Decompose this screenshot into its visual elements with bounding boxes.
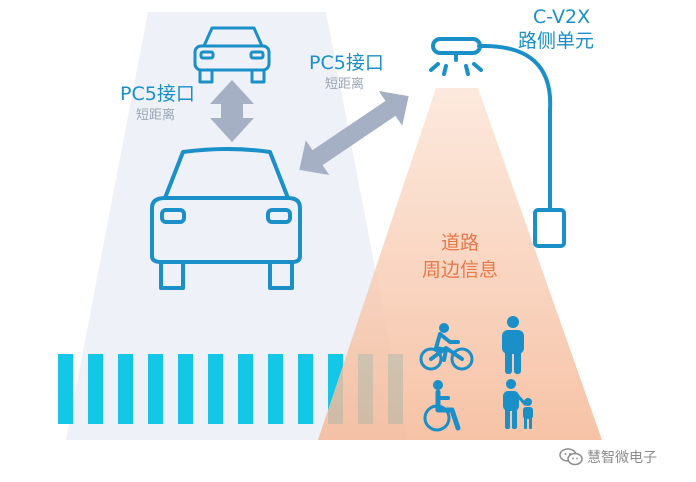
parent-child-icon (503, 379, 533, 429)
rsu-label-line1: C-V2X (533, 6, 591, 28)
road-info-line2: 周边信息 (421, 259, 498, 281)
streetlight-icon (429, 37, 566, 248)
arrow-icon (299, 90, 409, 176)
crosswalk-stripe (238, 354, 253, 424)
watermark: 慧智微电子 (559, 447, 657, 467)
wechat-icon (559, 448, 583, 466)
crosswalk-stripe (88, 354, 103, 424)
cyclist-icon (419, 323, 474, 371)
crosswalk-stripe (148, 354, 163, 424)
crosswalk-stripe (298, 354, 313, 424)
wheelchair-icon (423, 380, 461, 432)
arrow-icon (210, 80, 254, 142)
crosswalk (58, 354, 403, 424)
crosswalk-stripe (118, 354, 133, 424)
road-zone (66, 12, 408, 440)
car-icon (150, 147, 302, 290)
pc5-diagonal-title: PC5接口 (309, 52, 384, 74)
pedestrian-icon (502, 316, 524, 374)
crosswalk-stripe (208, 354, 223, 424)
pc5-vertical-subtitle: 短距离 (136, 108, 176, 123)
pc5-vertical-title: PC5接口 (120, 83, 195, 105)
crosswalk-stripe (58, 354, 73, 424)
rsu-label-line2: 路侧单元 (518, 30, 595, 52)
crosswalk-stripe (178, 354, 193, 424)
car-icon (193, 26, 271, 84)
pc5-diagonal-subtitle: 短距离 (325, 77, 365, 92)
watermark-text: 慧智微电子 (587, 450, 657, 466)
crosswalk-stripe (268, 354, 283, 424)
road-info-line1: 道路 (440, 232, 479, 254)
light-beam (318, 88, 602, 440)
road-info-label: 道路 周边信息 (418, 230, 502, 284)
